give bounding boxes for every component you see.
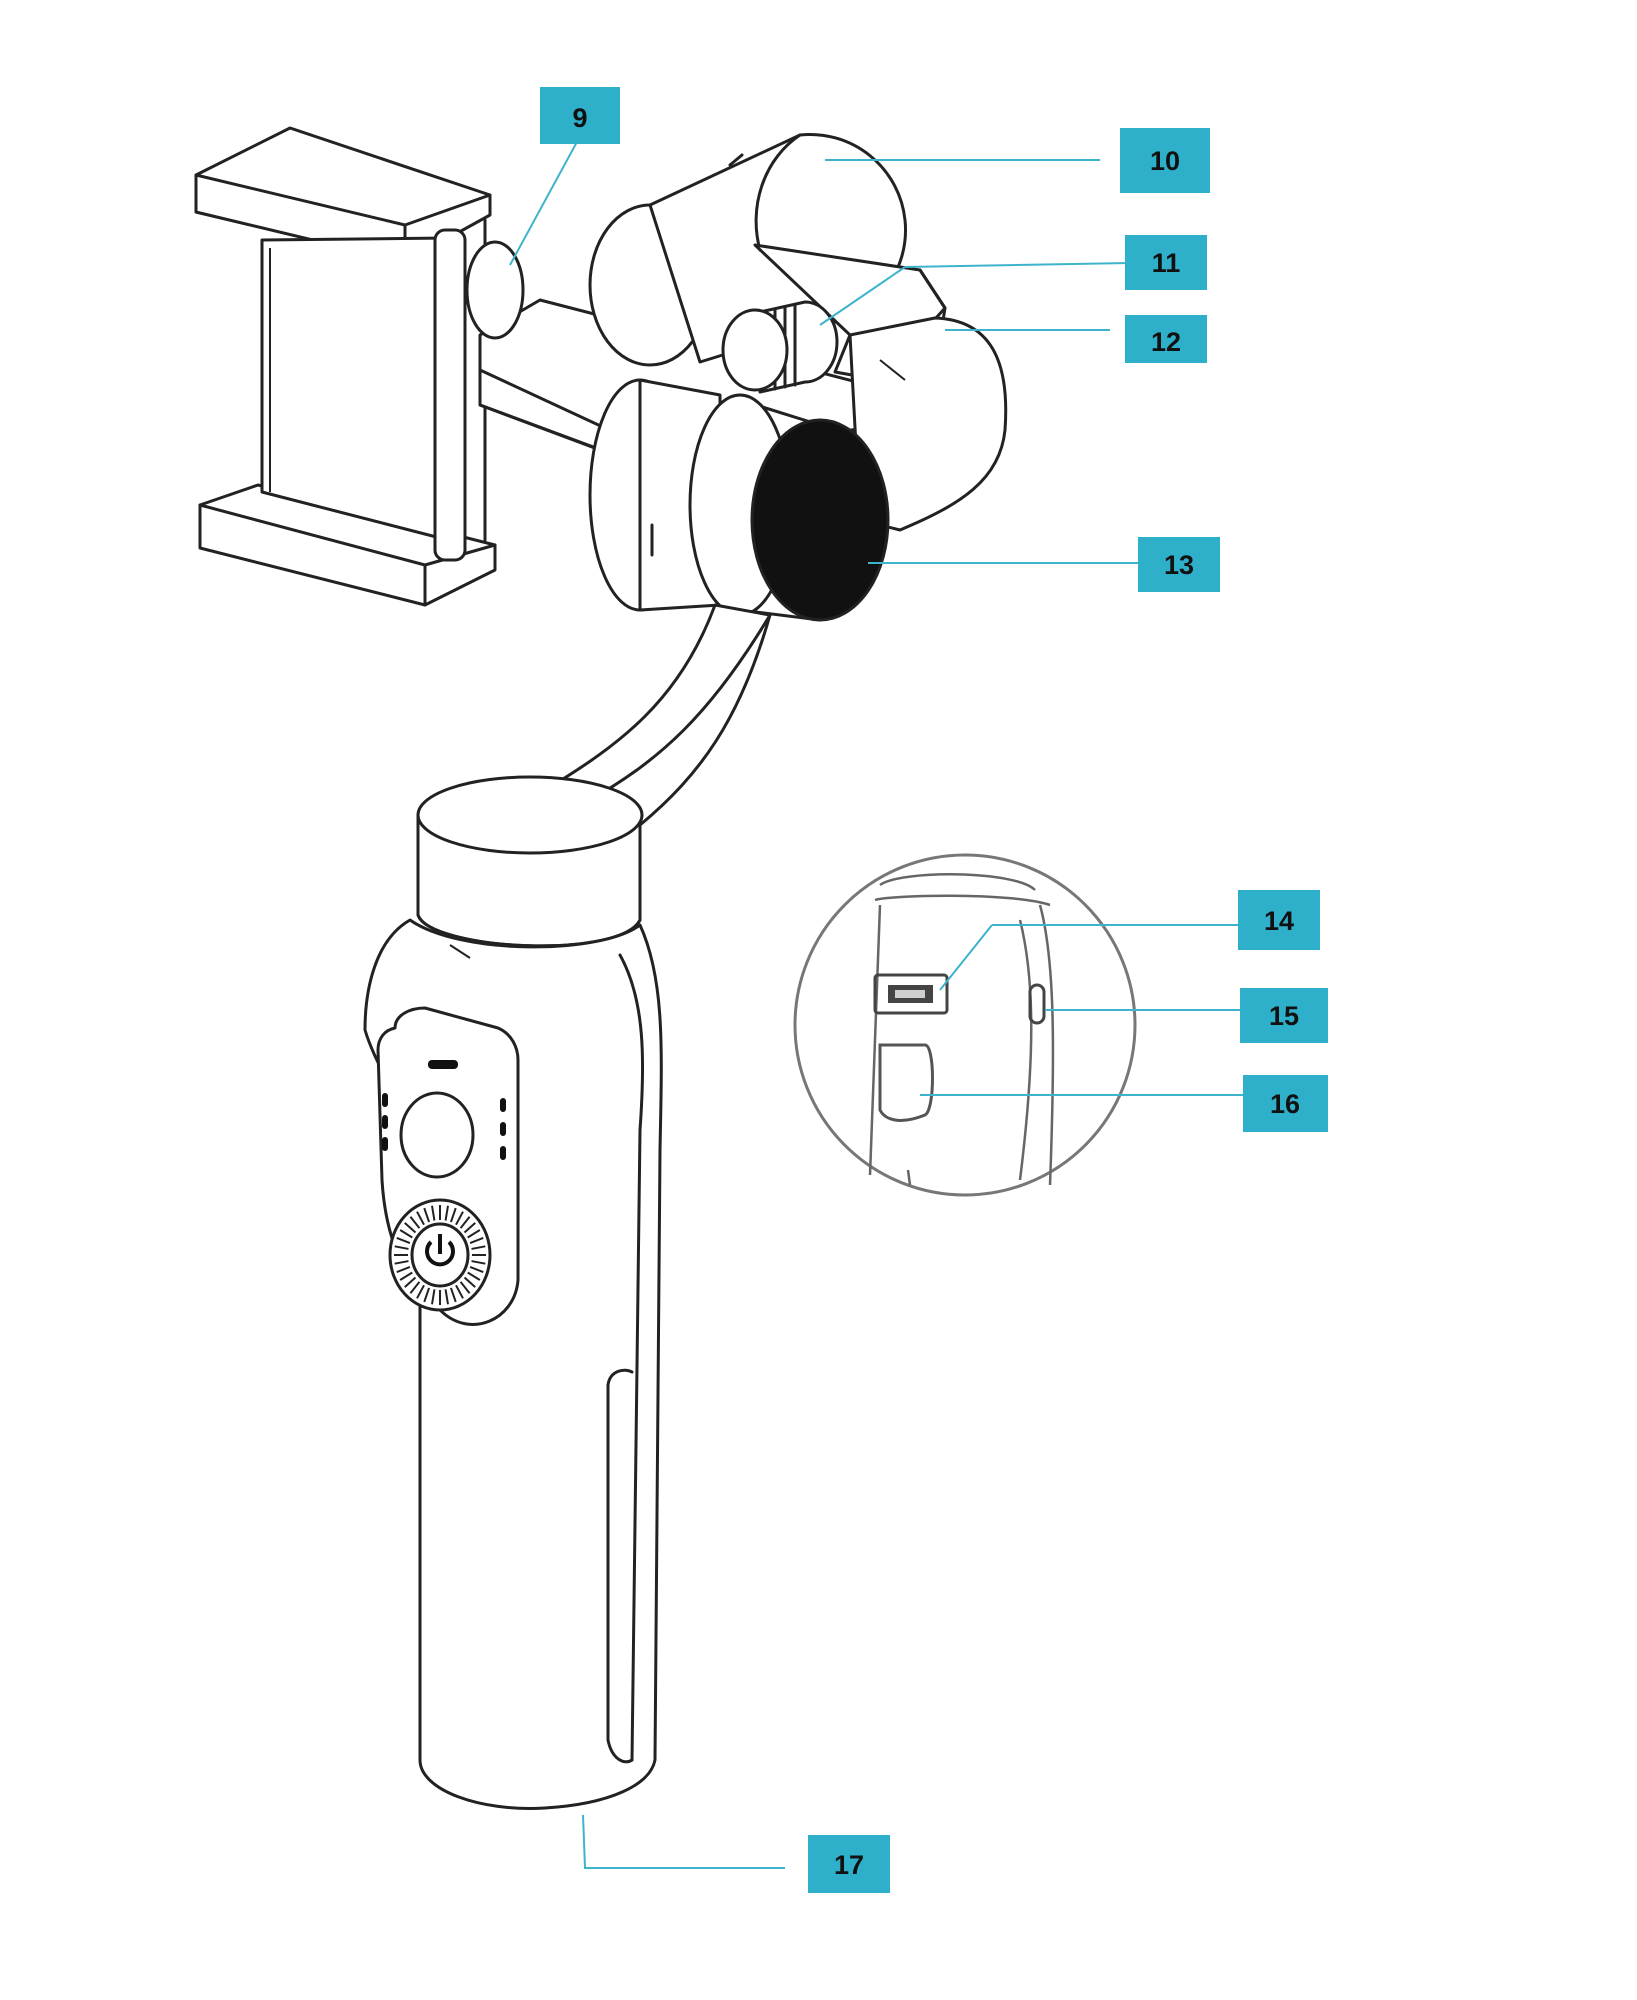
callout-15: 15 <box>1240 988 1328 1043</box>
detail-inset <box>793 853 1137 1197</box>
callout-16: 16 <box>1243 1075 1328 1132</box>
callout-10: 10 <box>1120 128 1210 193</box>
joystick-tick <box>471 1245 486 1250</box>
joystick-tick <box>469 1236 484 1244</box>
callout-14: 14 <box>1238 890 1320 950</box>
joystick-tick <box>423 1287 431 1303</box>
joystick <box>388 1198 492 1312</box>
leader-11 <box>904 262 1131 268</box>
callout-17: 17 <box>808 1835 890 1893</box>
handle <box>363 775 663 1810</box>
joystick-tick <box>431 1289 436 1305</box>
power-icon <box>425 1234 455 1267</box>
joystick-tick <box>444 1289 449 1305</box>
callout-label-16: 16 <box>1270 1089 1300 1119</box>
adjustment-knob <box>721 300 839 394</box>
joystick-tick <box>455 1211 464 1226</box>
joystick-tick <box>431 1205 436 1221</box>
joystick-tick <box>455 1284 464 1299</box>
joystick-tick <box>409 1281 421 1294</box>
joystick-tick <box>463 1276 476 1288</box>
joystick-tick <box>404 1222 417 1234</box>
joystick-tick <box>416 1284 425 1299</box>
callout-label-12: 12 <box>1151 327 1181 357</box>
callout-label-11: 11 <box>1152 248 1181 278</box>
callout-label-10: 10 <box>1150 146 1180 176</box>
joystick-tick <box>459 1216 471 1229</box>
joystick-tick <box>416 1211 425 1226</box>
joystick-tick <box>467 1229 481 1239</box>
callout-12: 12 <box>1125 315 1207 363</box>
joystick-tick <box>396 1236 411 1244</box>
joystick-tick <box>396 1266 411 1274</box>
joystick-tick <box>469 1266 484 1274</box>
joystick-tick <box>459 1281 471 1294</box>
roll-bracket <box>848 316 1008 532</box>
joystick-tick <box>463 1222 476 1234</box>
leader-11b <box>819 266 906 326</box>
joystick-tick <box>394 1245 409 1250</box>
joystick-tick <box>399 1271 413 1281</box>
leader-14b <box>939 924 993 991</box>
callout-9: 9 <box>540 87 620 144</box>
joystick-tick <box>449 1207 457 1223</box>
usb-port <box>873 973 949 1015</box>
callout-label-15: 15 <box>1269 1001 1299 1031</box>
callout-11: 11 <box>1125 235 1207 290</box>
side-button <box>1028 983 1046 1025</box>
joystick-tick <box>404 1276 417 1288</box>
leader-17 <box>582 1814 785 1869</box>
joystick-tick <box>409 1216 421 1229</box>
joystick-tick <box>444 1205 449 1221</box>
callout-label-13: 13 <box>1164 550 1194 580</box>
callout-label-14: 14 <box>1264 906 1294 936</box>
joystick-tick <box>423 1207 431 1223</box>
callout-13: 13 <box>1138 537 1220 592</box>
phone-clamp <box>194 126 497 607</box>
joystick-tick <box>399 1229 413 1239</box>
joystick-tick <box>394 1260 409 1265</box>
roll-motor <box>588 378 890 622</box>
joystick-tick <box>449 1287 457 1303</box>
callout-label-17: 17 <box>834 1850 864 1880</box>
joystick-tick <box>471 1260 486 1265</box>
joystick-tick <box>467 1271 481 1281</box>
callout-label-9: 9 <box>572 103 587 133</box>
leader-lines <box>509 139 1245 1869</box>
trigger-slot <box>878 1043 934 1122</box>
leader-9 <box>509 139 579 266</box>
